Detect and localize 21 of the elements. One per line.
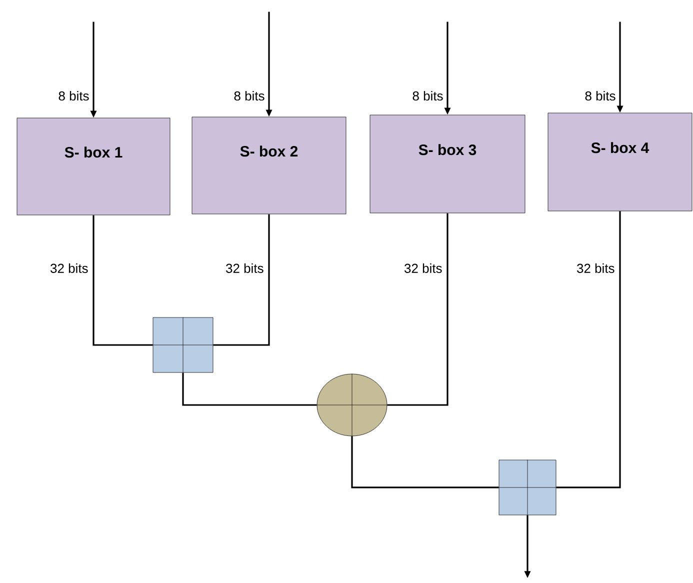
s-box: S- box 3 — [370, 114, 526, 214]
edge-label: 8 bits — [584, 90, 617, 102]
s-box: S- box 1 — [16, 118, 170, 216]
edge-label: 8 bits — [232, 90, 266, 102]
xor-circle — [316, 374, 388, 436]
edge-label: 32 bits — [403, 262, 444, 274]
connector-line — [92, 215, 153, 346]
s-box: S- box 2 — [192, 116, 346, 214]
connector-line — [387, 213, 448, 406]
edge-label: 32 bits — [49, 262, 90, 274]
edge-label: 8 bits — [411, 90, 444, 102]
edge-label: 32 bits — [576, 262, 616, 274]
edge-label: 32 bits — [224, 262, 265, 274]
connector-line — [351, 436, 499, 488]
connector-line — [182, 372, 317, 406]
edge-label: 8 bits — [57, 90, 90, 102]
adder-box — [152, 317, 214, 373]
connector-line — [556, 211, 621, 488]
s-box: S- box 4 — [548, 112, 692, 212]
adder-box — [498, 460, 556, 516]
connector-line — [213, 214, 270, 346]
